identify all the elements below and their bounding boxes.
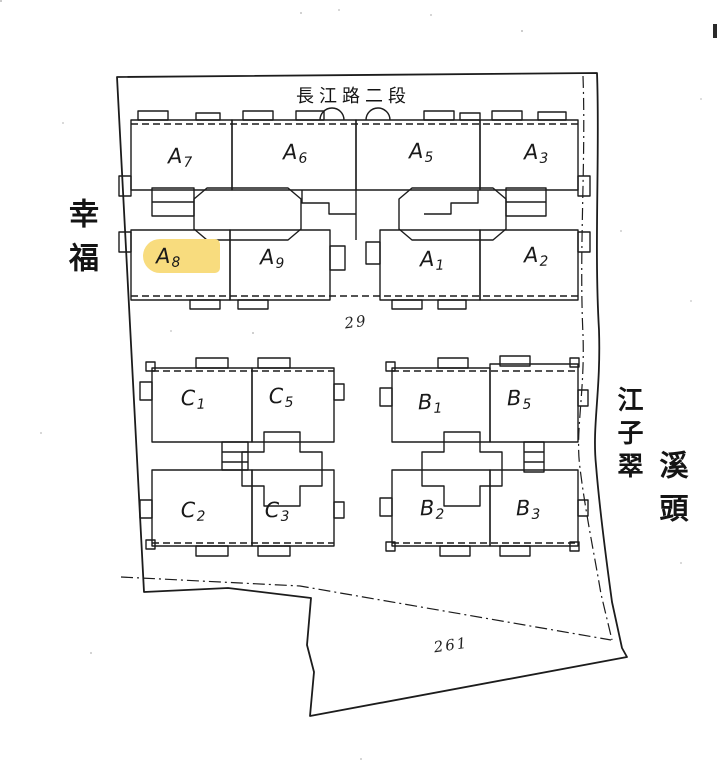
unit-label-a5: A5 (408, 138, 434, 166)
lot-number-29: 29 (343, 311, 369, 333)
highlight-a8 (143, 239, 220, 273)
unit-label-a2: A2 (523, 242, 549, 270)
unit-label-c1: C1 (180, 385, 206, 413)
c-block-outline (139, 357, 345, 557)
unit-label-a9: A9 (259, 244, 285, 272)
unit-label-b5: B5 (506, 385, 532, 413)
unit-label-b1: B1 (417, 389, 443, 417)
road-label-right-outer: 溪頭 (655, 450, 687, 536)
unit-label-b2: B2 (419, 495, 445, 523)
road-label-left: 幸福 (64, 198, 97, 286)
scan-noise-dots (0, 0, 2, 2)
unit-label-c2: C2 (180, 497, 206, 525)
unit-label-a8: A8 (155, 243, 181, 271)
b-block-outline (379, 355, 589, 557)
unit-label-c5: C5 (268, 383, 294, 411)
unit-label-a3: A3 (523, 139, 549, 167)
unit-label-c3: C3 (264, 497, 290, 525)
unit-label-a6: A6 (282, 139, 308, 167)
unit-label-b3: B3 (515, 495, 541, 523)
road-label-right-inner: 江子翠 (614, 386, 643, 485)
site-boundary (116, 72, 628, 717)
a-block-outline (118, 107, 591, 310)
unit-label-a7: A7 (167, 143, 193, 171)
scan-edge-mark (713, 24, 717, 38)
road-edge-lines (120, 75, 613, 641)
road-label-top: 長江路二段 (296, 86, 411, 106)
unit-label-a1: A1 (419, 246, 445, 274)
